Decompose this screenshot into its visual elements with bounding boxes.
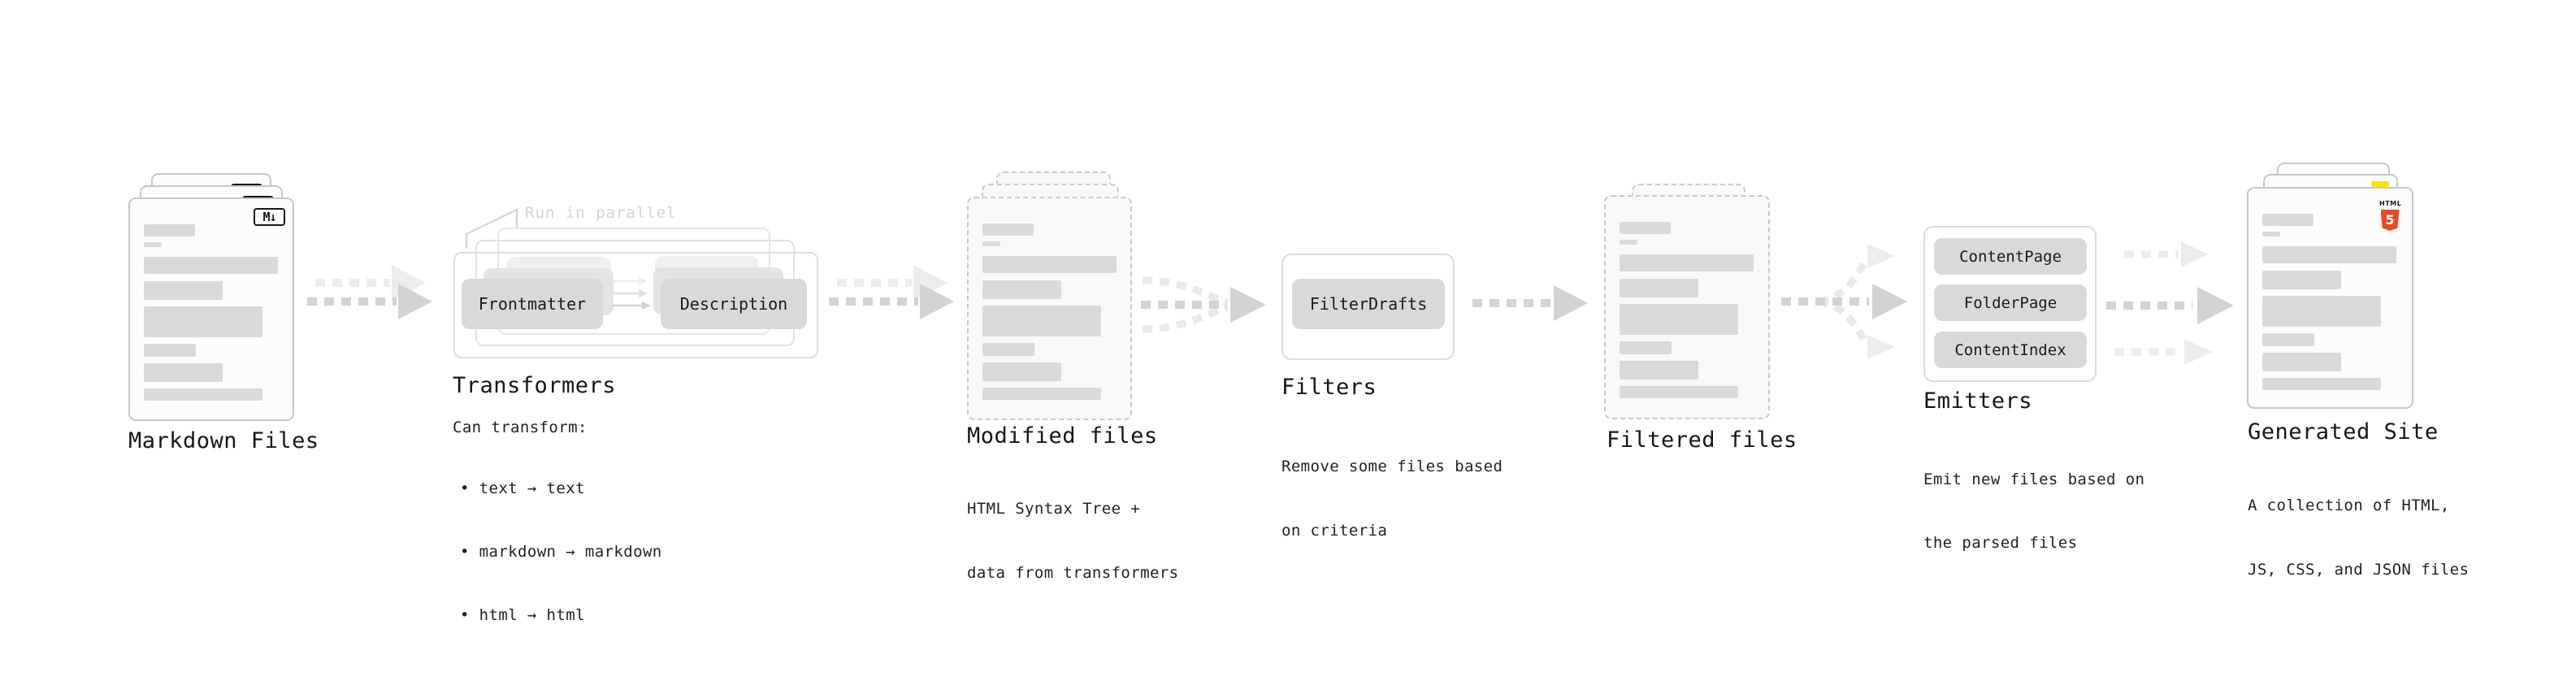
emitter-contentpage-pill: ContentPage xyxy=(1934,238,2087,275)
emitters-desc: Emit new files based on the parsed files xyxy=(1923,471,2145,552)
emitter-contentindex-pill: ContentIndex xyxy=(1934,332,2087,368)
modified-files-desc: HTML Syntax Tree + data from transformer… xyxy=(967,500,1179,582)
transformer-frontmatter-pill: Frontmatter xyxy=(462,279,603,329)
stage-label-emitters: Emitters xyxy=(1923,388,2033,414)
stage-label-filtered-files: Filtered files xyxy=(1607,427,1798,453)
split-arrow-icon xyxy=(1781,244,1907,359)
file-content-placeholder xyxy=(144,224,278,401)
mini-arrows-icon xyxy=(613,277,651,310)
bullet-line: • html → html xyxy=(460,606,585,624)
stage-label-markdown-files: Markdown Files xyxy=(128,428,319,453)
modified-file-card-front xyxy=(967,197,1132,420)
transformers-layer-front xyxy=(453,252,818,358)
bullet-line: • text → text xyxy=(460,479,585,497)
stage-label-modified-files: Modified files xyxy=(967,423,1158,449)
emitter-folderpage-pill: FolderPage xyxy=(1934,284,2087,321)
filter-filterdrafts-pill: FilterDrafts xyxy=(1292,279,1445,329)
file-content-placeholder xyxy=(1620,222,1754,398)
markdown-file-card-front: M↓ xyxy=(128,197,294,421)
stage-label-filters: Filters xyxy=(1281,375,1377,400)
flow-arrow-icon xyxy=(1472,285,1588,321)
stage-label-transformers: Transformers xyxy=(453,373,617,398)
transformers-bullet-list: • text → text • markdown → markdown • ht… xyxy=(460,436,662,668)
triple-arrow-icon xyxy=(2106,241,2234,365)
merge-arrow-icon xyxy=(1141,276,1266,333)
stage-label-generated-site: Generated Site xyxy=(2248,419,2439,445)
markdown-icon: M↓ xyxy=(254,208,285,226)
flow-arrow-icon xyxy=(829,265,954,319)
callout-leader-icon xyxy=(465,208,518,249)
bullet-line: • markdown → markdown xyxy=(460,543,662,561)
generated-file-card-front: HTML 5 xyxy=(2247,187,2413,409)
filtered-file-card-front xyxy=(1604,195,1770,419)
parallel-note: Run in parallel xyxy=(525,204,677,222)
html5-icon: HTML 5 xyxy=(2379,193,2401,231)
flow-arrow-icon xyxy=(307,265,432,319)
transformers-desc-intro: Can transform: xyxy=(453,419,588,436)
filters-desc: Remove some files based on criteria xyxy=(1281,458,1503,540)
file-content-placeholder xyxy=(982,223,1117,400)
file-content-placeholder xyxy=(2262,214,2396,390)
generated-site-desc: A collection of HTML, JS, CSS, and JSON … xyxy=(2248,497,2470,579)
transformer-description-pill: Description xyxy=(661,279,807,329)
